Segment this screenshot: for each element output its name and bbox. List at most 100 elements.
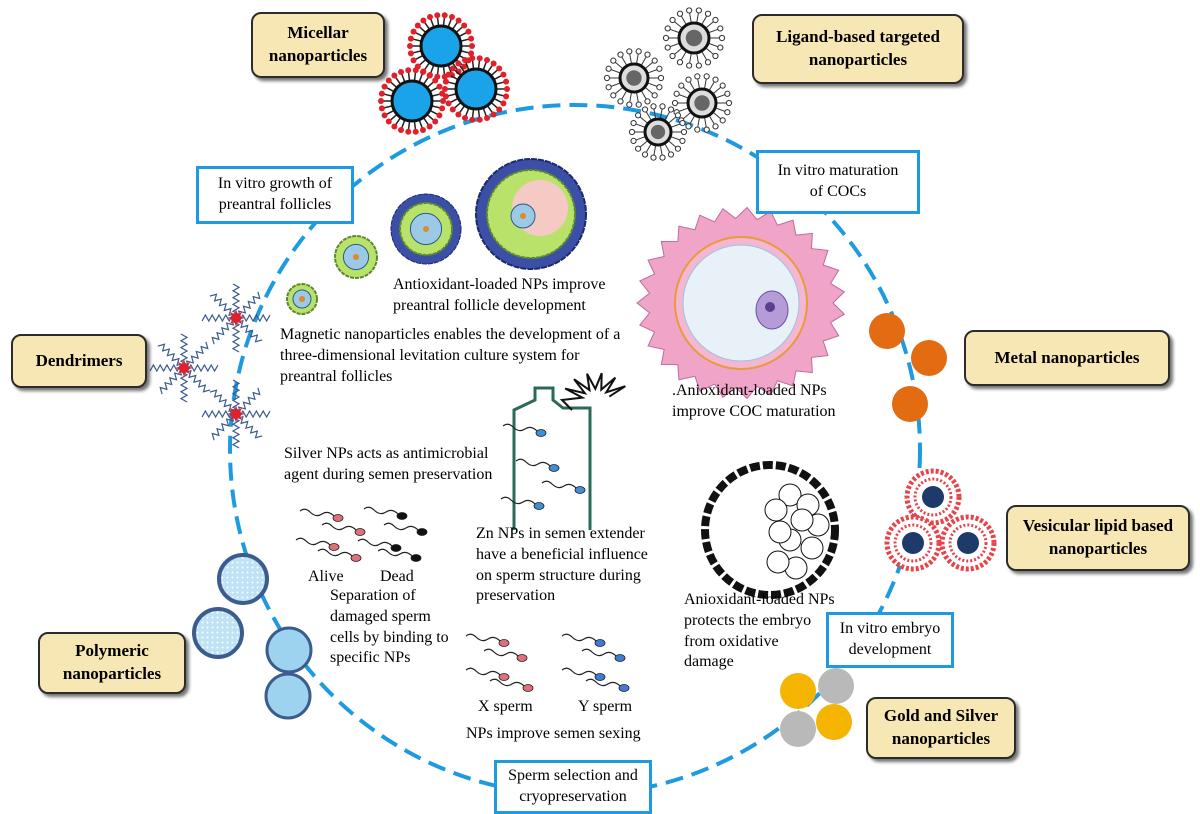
ligand-head xyxy=(712,76,719,83)
ligand-head xyxy=(685,123,692,130)
ligand-head xyxy=(669,52,676,60)
ligand-core xyxy=(694,95,710,111)
micelle-head xyxy=(440,98,446,104)
sperm-head xyxy=(618,684,630,692)
dendrimer-arm xyxy=(231,317,241,353)
ligand-head xyxy=(656,65,663,72)
ligand-head xyxy=(718,34,726,42)
semen-tube-icon xyxy=(512,372,626,530)
ligand-nanoparticle-icon xyxy=(603,7,733,161)
micelle-head xyxy=(461,22,468,29)
ligand-head xyxy=(694,126,701,133)
vesicle-core xyxy=(902,532,924,554)
stage-sperm-selection: Sperm selection and cryopreservation xyxy=(494,760,652,814)
label-y-sperm: Y sperm xyxy=(578,698,633,715)
sperm-head xyxy=(410,554,422,562)
sperm-head xyxy=(498,673,510,681)
dendrimer-arm xyxy=(235,291,261,319)
ligand-head xyxy=(635,101,642,108)
micelle-head xyxy=(445,71,452,78)
dendrimer-arm xyxy=(231,413,241,449)
sperm-tail xyxy=(561,667,597,676)
sperm-head xyxy=(332,514,344,522)
sperm-head xyxy=(354,528,366,536)
micelle-head xyxy=(455,17,462,24)
micelle-head xyxy=(407,35,414,42)
ligand-head xyxy=(667,151,675,158)
ligand-head xyxy=(634,112,642,119)
stage-coc-maturation: In vitro maturation of COCs xyxy=(756,150,920,214)
dendrimer-arm xyxy=(179,367,189,403)
micelle-head xyxy=(398,69,405,76)
ligand-head xyxy=(603,74,611,82)
polymeric-particle xyxy=(192,607,244,659)
gold-silver-nanoparticle-icon xyxy=(780,668,854,747)
embryo-cell xyxy=(764,498,788,522)
micelle-head xyxy=(503,93,510,100)
ligand-head xyxy=(717,25,724,32)
preantral-follicle-icon xyxy=(286,158,587,315)
micelle-head xyxy=(469,43,475,49)
micelle-head xyxy=(468,50,475,57)
sperm-head xyxy=(498,639,510,647)
ligand-head xyxy=(635,48,642,55)
tube-burst xyxy=(559,372,626,411)
dendrimer-arm xyxy=(149,363,185,373)
micelle-head xyxy=(504,86,510,92)
ligand-head xyxy=(724,90,731,97)
ligand-head xyxy=(695,7,702,14)
dendrimer-arm xyxy=(183,341,209,369)
ligand-head xyxy=(674,145,682,152)
metal-particle xyxy=(869,313,905,349)
dendrimer-arm xyxy=(235,413,263,439)
dendrimer-arm xyxy=(179,333,189,369)
gold-silver-particle xyxy=(780,673,816,709)
ligand-head xyxy=(626,101,633,108)
micelle-head xyxy=(426,72,433,79)
follicle-nucleus xyxy=(520,213,526,219)
stage-preantral-follicles: In vitro growth of preantral follicles xyxy=(196,166,354,224)
sperm-head xyxy=(350,554,362,562)
sperm-head xyxy=(522,684,534,692)
micellar-nanoparticle-icon xyxy=(378,12,510,135)
micelle-head xyxy=(496,106,503,113)
micelle-head xyxy=(385,118,392,125)
micelle-head xyxy=(420,17,427,24)
ligand-head xyxy=(674,112,682,119)
ligand-head xyxy=(712,52,719,60)
embryo-cell xyxy=(768,520,792,544)
micelle-head xyxy=(412,67,419,74)
sperm-head xyxy=(574,486,586,494)
vesicle-core xyxy=(957,532,979,554)
ligand-head xyxy=(679,120,686,127)
sperm-tail xyxy=(515,458,551,467)
sperm-tail xyxy=(465,633,501,642)
sperm-head xyxy=(548,464,560,472)
micelle-head xyxy=(496,65,503,72)
follicle-nucleus xyxy=(353,254,359,260)
ligand-head xyxy=(703,73,710,80)
note-zn-nanoparticles: Zn NPs in semen extender have a benefici… xyxy=(476,525,648,605)
ligand-head xyxy=(634,145,642,152)
micelle-head xyxy=(455,111,462,118)
micelle-core xyxy=(390,79,434,123)
dendrimer-arm xyxy=(209,293,237,319)
ligand-head xyxy=(617,98,624,105)
note-sperm-separation: Separation of damaged sperm cells by bin… xyxy=(330,587,449,667)
sperm-tail xyxy=(502,423,538,432)
ligand-head xyxy=(662,34,670,42)
sperm-head xyxy=(516,654,528,662)
ligand-head xyxy=(671,99,679,107)
label-micellar-nanoparticles: Micellar nanoparticles xyxy=(251,12,385,78)
dendrimer-arm xyxy=(157,343,185,369)
sperm-tail xyxy=(321,522,357,531)
micelle-head xyxy=(407,43,413,49)
dendrimer-arm xyxy=(183,367,211,393)
note-antioxidant-preantral: Antioxidant-loaded NPs improve preantral… xyxy=(393,276,606,314)
ligand-head xyxy=(630,137,637,144)
micelle-head xyxy=(434,12,441,19)
polymeric-nanoparticle-icon xyxy=(192,553,313,720)
micelle-head xyxy=(483,57,490,64)
sperm-tail xyxy=(357,538,393,547)
